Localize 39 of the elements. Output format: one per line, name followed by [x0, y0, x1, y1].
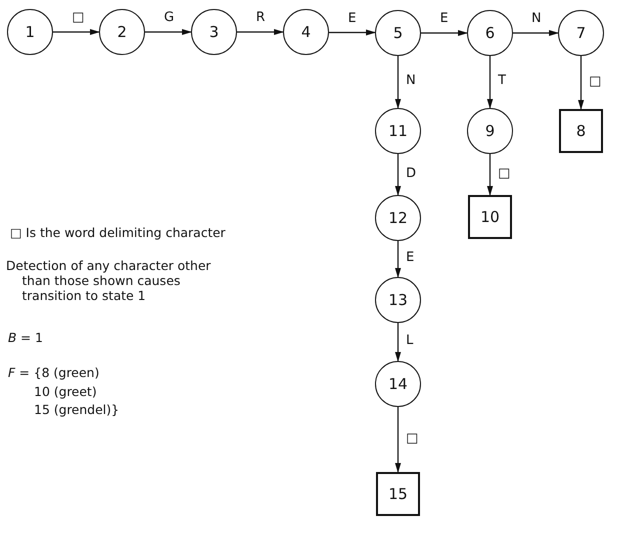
state-circle: 14	[375, 361, 421, 407]
edge-label: □	[404, 432, 420, 446]
arrow	[145, 29, 192, 35]
arrow	[395, 56, 401, 109]
edge-label: □	[496, 166, 512, 181]
arrow	[513, 30, 559, 36]
note-text: □ Is the word delimiting character	[10, 225, 226, 240]
arrow	[395, 407, 401, 473]
edge-label: □	[70, 11, 86, 26]
arrow	[395, 241, 401, 278]
state-circle: 6	[467, 10, 513, 56]
note-text: 10 (greet)	[34, 384, 98, 399]
final-state-box: 15	[376, 472, 420, 516]
state-circle: 2	[99, 9, 145, 55]
final-state-box: 8	[559, 109, 603, 153]
arrow	[421, 30, 468, 36]
arrow	[237, 29, 284, 35]
state-circle: 7	[558, 10, 604, 56]
note-text: 15 (grendel)}	[34, 402, 120, 417]
state-circle: 11	[375, 108, 421, 154]
arrow	[487, 154, 493, 196]
note-text: B = 1	[8, 330, 44, 345]
state-circle: 3	[191, 9, 237, 55]
arrow	[395, 323, 401, 362]
arrow	[395, 154, 401, 196]
final-state-box: 10	[468, 195, 512, 239]
state-circle: 9	[467, 108, 513, 154]
state-circle: 1	[7, 9, 53, 55]
note-text: Detection of any character other than those shown causes transition to state 1	[6, 258, 212, 303]
arrow	[329, 30, 376, 36]
note-text: F = {8 (green)	[8, 365, 100, 380]
arrow	[53, 29, 100, 35]
state-circle: 13	[375, 277, 421, 323]
state-circle: 4	[283, 9, 329, 55]
arrow	[487, 56, 493, 109]
arrow	[578, 56, 584, 110]
state-circle: 12	[375, 195, 421, 241]
state-circle: 5	[375, 10, 421, 56]
edge-label: □	[587, 74, 604, 89]
